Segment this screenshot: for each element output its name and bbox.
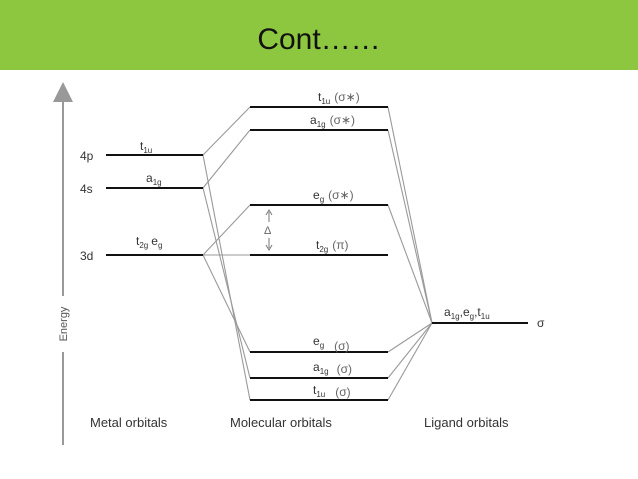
correlation-line-4p-antibonding bbox=[202, 106, 251, 156]
metal-symmetry-label-4p: t1u bbox=[140, 139, 152, 155]
mo-level-lines bbox=[250, 106, 388, 401]
correlation-line-4s-antibonding bbox=[202, 129, 251, 189]
delta-arrowhead-up bbox=[265, 209, 273, 216]
slide-title: Cont…… bbox=[257, 23, 381, 56]
correlation-lines bbox=[202, 106, 433, 401]
correlation-line-ligand-t1u-bond bbox=[387, 322, 433, 401]
energy-axis-label: Energy bbox=[58, 306, 70, 341]
mo-label-a1g-antibonding: a1g(σ∗) bbox=[310, 113, 355, 129]
correlation-line-ligand-a1g-anti bbox=[387, 129, 433, 324]
metal-level-lines bbox=[106, 154, 203, 256]
metal-atomic-label-4p: 4p bbox=[80, 149, 94, 163]
correlation-line-4s-bonding bbox=[202, 187, 251, 379]
delta-label: Δ bbox=[264, 225, 272, 237]
mo-label-t1u-antibonding: t1u(σ∗) bbox=[318, 90, 360, 106]
axis-label-gap bbox=[56, 296, 70, 352]
metal-symmetry-label-4s: a1g bbox=[146, 171, 162, 187]
metal-atomic-label-4s: 4s bbox=[80, 182, 93, 196]
slide-header: Cont…… bbox=[0, 0, 638, 70]
mo-label-t1u-bonding: t1u(σ) bbox=[313, 383, 351, 399]
correlation-line-ligand-eg-bond bbox=[387, 322, 433, 353]
delta-arrowhead-down bbox=[265, 244, 273, 251]
correlation-line-ligand-eg-anti bbox=[387, 204, 433, 324]
metal-atomic-label-3d: 3d bbox=[80, 249, 93, 263]
correlation-line-ligand-a1g-bond bbox=[387, 322, 433, 379]
ligand-sigma-label: σ bbox=[537, 316, 545, 330]
mo-label-eg-antibonding: eg(σ∗) bbox=[313, 188, 354, 204]
mo-label-t2g-nonbonding: t2g(π) bbox=[316, 238, 349, 254]
correlation-line-3d-antibonding bbox=[202, 204, 251, 256]
mo-label-a1g-bonding: a1g(σ) bbox=[313, 360, 352, 376]
delta-indicator: Δ bbox=[264, 209, 273, 251]
column-label-ligand: Ligand orbitals bbox=[424, 415, 509, 430]
column-label-molecular: Molecular orbitals bbox=[230, 415, 332, 430]
mo-label-eg-bonding: eg(σ) bbox=[313, 334, 350, 353]
correlation-line-ligand-t1u-anti bbox=[387, 106, 433, 324]
column-label-metal: Metal orbitals bbox=[90, 415, 168, 430]
correlation-line-4p-bonding bbox=[202, 154, 251, 401]
ligand-symmetry-label: a1g,eg,t1u bbox=[444, 305, 490, 321]
correlation-line-3d-bonding bbox=[202, 254, 251, 353]
